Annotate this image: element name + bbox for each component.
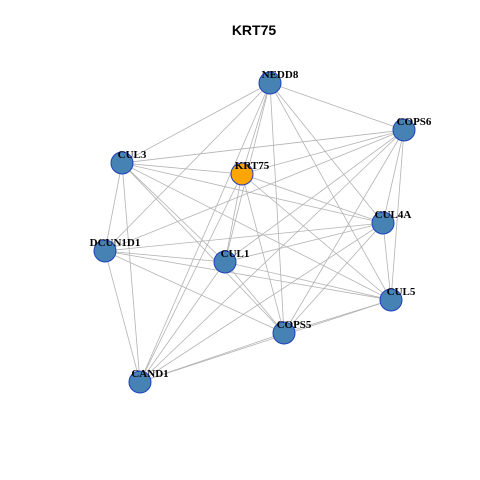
edge-cops6-cul3 [121,129,405,164]
edge-krt75-cul5 [241,173,392,301]
edge-cul1-cand1 [139,261,226,383]
edge-cul4a-cul1 [224,222,384,263]
node-label-cops5: COPS5 [277,319,312,331]
edge-cul3-cul5 [121,162,392,301]
edge-cul4a-cops5 [283,222,384,334]
edge-cul3-krt75 [121,162,243,175]
edge-nedd8-krt75 [241,82,271,175]
node-cul4a [371,211,395,235]
edge-cops6-cul1 [224,129,405,263]
edge-cul5-cand1 [139,299,392,383]
edge-dcun1d1-cops5 [104,250,285,334]
edge-nedd8-cand1 [139,82,271,383]
edge-cul3-dcun1d1 [104,162,123,252]
edge-cops6-dcun1d1 [104,129,405,252]
edge-cul3-cand1 [121,162,141,383]
edge-krt75-cops5 [241,173,285,334]
node-cops6 [392,118,416,142]
node-label-cul5: CUL5 [387,286,416,298]
node-label-cul3: CUL3 [118,149,147,161]
node-label-dcun1d1: DCUN1D1 [90,237,141,249]
node-label-cul1: CUL1 [221,248,250,260]
node-nedd8 [258,71,282,95]
node-dcun1d1 [93,239,117,263]
node-cand1 [128,370,152,394]
edge-dcun1d1-cand1 [104,250,141,383]
edge-nedd8-cul3 [121,82,271,164]
edge-cops5-cand1 [139,332,285,383]
node-cul1 [213,250,237,274]
edge-cul4a-dcun1d1 [104,222,384,252]
node-label-cul4a: CUL4A [375,209,412,221]
edge-dcun1d1-cul5 [104,250,392,301]
edge-nedd8-cul5 [269,82,392,301]
node-cul5 [379,288,403,312]
edge-krt75-cand1 [139,173,243,383]
edge-nedd8-dcun1d1 [104,82,271,252]
edge-cops6-cul5 [390,129,405,301]
edge-nedd8-cul4a [269,82,384,224]
edge-cul4a-cul5 [382,222,392,301]
edge-cops6-cand1 [139,129,405,383]
node-label-nedd8: NEDD8 [262,69,299,81]
edge-dcun1d1-cul1 [104,250,226,263]
edge-nedd8-cops5 [269,82,285,334]
edge-cul3-cops5 [121,162,285,334]
graph-title: KRT75 [232,22,277,38]
edge-cul1-cul5 [224,261,392,301]
node-cops5 [272,321,296,345]
edge-cul3-cul1 [121,162,226,263]
edge-cops6-cul4a [382,129,405,224]
edge-cops6-krt75 [241,129,405,175]
edge-cul1-cops5 [224,261,285,334]
node-label-cops6: COPS6 [397,116,432,128]
edge-krt75-cul1 [224,173,243,263]
edge-cops6-cops5 [283,129,405,334]
edge-nedd8-cops6 [269,82,405,131]
node-cul3 [110,151,134,175]
node-label-krt75: KRT75 [235,160,270,172]
node-layer [93,71,416,394]
edge-cul4a-cand1 [139,222,384,383]
edge-krt75-cul4a [241,173,384,224]
node-label-cand1: CAND1 [131,368,168,380]
node-krt75 [230,162,254,186]
edge-layer [104,82,405,383]
edge-cul3-cul4a [121,162,384,224]
